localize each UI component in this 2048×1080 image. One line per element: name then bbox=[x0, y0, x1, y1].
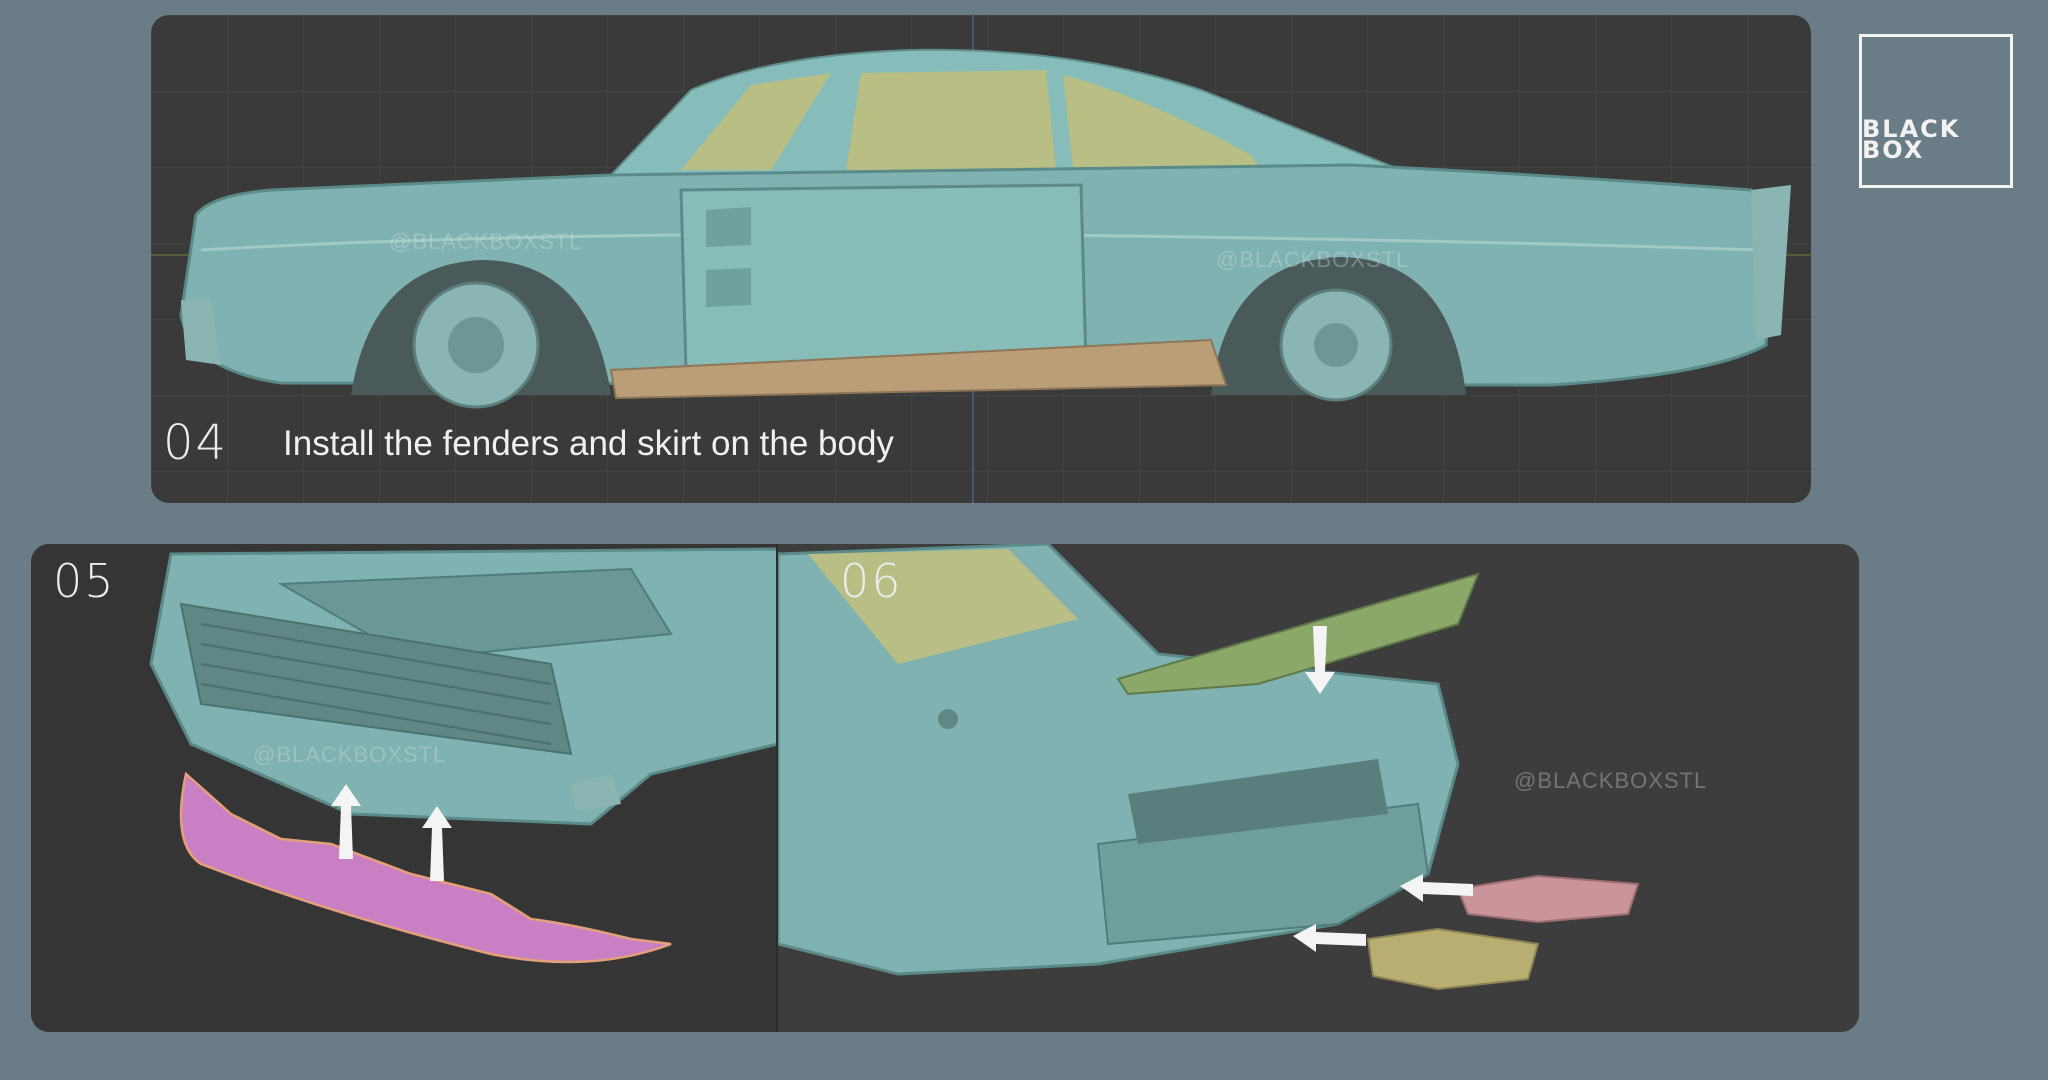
logo-text: BLACK BOX bbox=[1862, 115, 1961, 164]
blackbox-logo: BLACK BOX bbox=[1859, 34, 2013, 188]
watermark: @BLACKBOXSTL bbox=[1216, 247, 1410, 272]
front-bumper-illustration bbox=[149, 547, 778, 964]
watermark: @BLACKBOXSTL bbox=[389, 229, 583, 254]
down-arrow-icon bbox=[1305, 626, 1335, 694]
left-arrow-icon bbox=[1293, 874, 1473, 952]
rear-spoiler-exhaust-illustration bbox=[778, 544, 1640, 991]
car-side-view-illustration bbox=[151, 15, 1811, 503]
step-caption: Install the fenders and skirt on the bod… bbox=[283, 424, 894, 463]
step-number: 06 bbox=[840, 554, 903, 608]
step-05-panel: @BLACKBOXSTL 05 bbox=[31, 544, 778, 1032]
up-arrow-icon bbox=[331, 784, 452, 881]
step-06-panel: @BLACKBOXSTL 06 bbox=[778, 544, 1859, 1032]
step-number: 04 bbox=[163, 415, 229, 471]
step-number: 05 bbox=[53, 554, 116, 608]
watermark: @BLACKBOXSTL bbox=[253, 742, 447, 767]
step-04-panel: @BLACKBOXSTL @BLACKBOXSTL 04 Install the… bbox=[151, 15, 1811, 503]
steps-05-06-panel: @BLACKBOXSTL 05 @BLACKBOXSTL bbox=[31, 544, 1859, 1032]
watermark: @BLACKBOXSTL bbox=[1514, 768, 1708, 793]
